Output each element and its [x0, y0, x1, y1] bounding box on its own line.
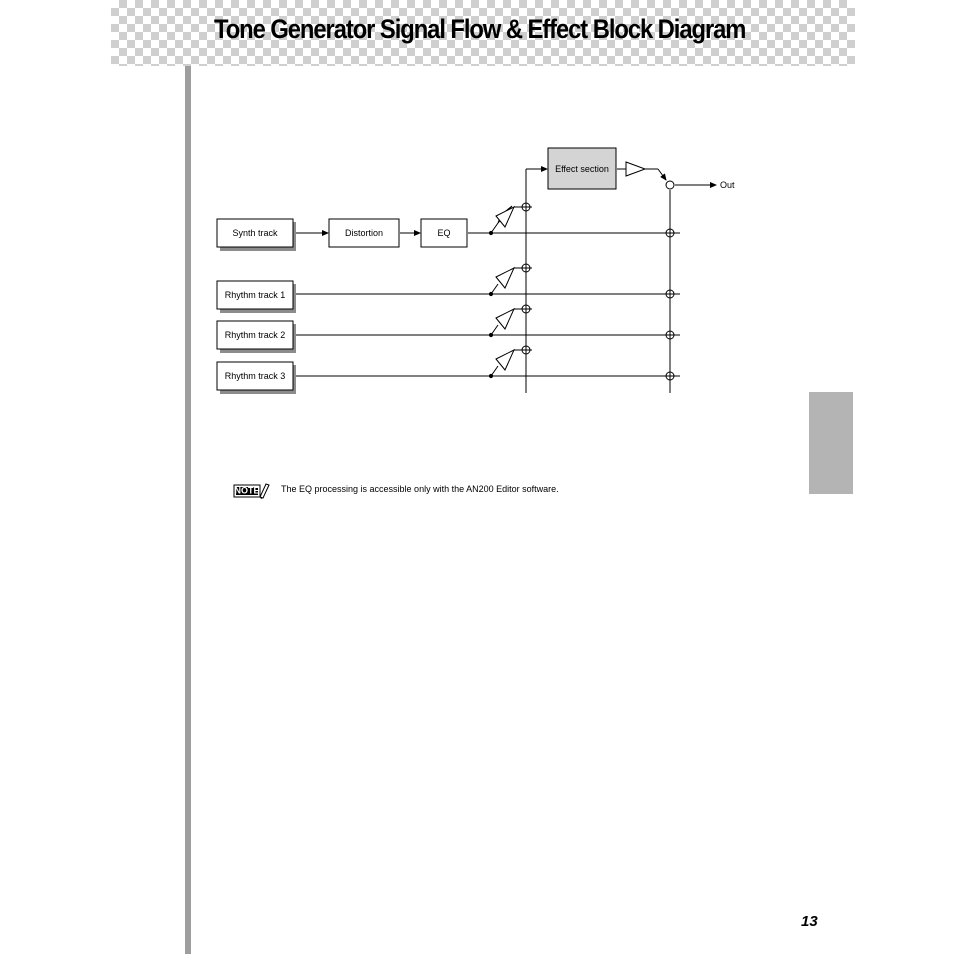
junction-nodes — [520, 180, 675, 382]
send-amp-rhythm-3-icon — [488, 348, 526, 379]
output-node-icon — [665, 180, 675, 190]
note-icon: NOTE — [233, 483, 270, 499]
junction-mix-synth-icon — [665, 227, 675, 239]
junction-send-r3-icon — [520, 345, 532, 355]
out-label: Out — [720, 180, 735, 190]
junction-mix-r2-icon — [665, 329, 675, 341]
rhythm-track-3-block: Rhythm track 3 — [216, 361, 294, 391]
junction-send-r2-icon — [520, 304, 532, 314]
distortion-label: Distortion — [345, 228, 383, 238]
rhythm-track-2-label: Rhythm track 2 — [225, 330, 286, 340]
eq-label: EQ — [437, 228, 450, 238]
rhythm-track-1-label: Rhythm track 1 — [225, 290, 286, 300]
send-amp-rhythm-1-icon — [488, 266, 526, 297]
junction-mix-r3-icon — [665, 370, 675, 382]
junction-send-r1-icon — [520, 263, 532, 273]
thumb-index-tab — [809, 392, 853, 494]
note-text: The EQ processing is accessible only wit… — [281, 484, 559, 494]
return-amp-icon — [625, 161, 647, 177]
effect-section-block: Effect section — [547, 147, 617, 190]
page-number: 13 — [801, 913, 818, 930]
synth-track-label: Synth track — [232, 228, 278, 238]
effect-section-label: Effect section — [555, 164, 609, 174]
signal-lines — [294, 166, 717, 393]
junction-send-synth-icon — [520, 202, 532, 212]
synth-track-block: Synth track — [216, 218, 294, 248]
sidebar-bar — [185, 66, 191, 954]
send-amp-rhythm-2-icon — [488, 307, 526, 338]
rhythm-track-2-block: Rhythm track 2 — [216, 320, 294, 350]
eq-block: EQ — [420, 218, 468, 248]
send-amp-synth-icon — [488, 205, 526, 236]
send-amps — [488, 205, 526, 379]
distortion-block: Distortion — [328, 218, 400, 248]
header-banner — [111, 0, 855, 66]
page-title: Tone Generator Signal Flow & Effect Bloc… — [214, 14, 746, 44]
junction-mix-r1-icon — [665, 288, 675, 300]
rhythm-track-1-block: Rhythm track 1 — [216, 280, 294, 310]
svg-text:NOTE: NOTE — [234, 486, 259, 496]
rhythm-track-3-label: Rhythm track 3 — [225, 371, 286, 381]
